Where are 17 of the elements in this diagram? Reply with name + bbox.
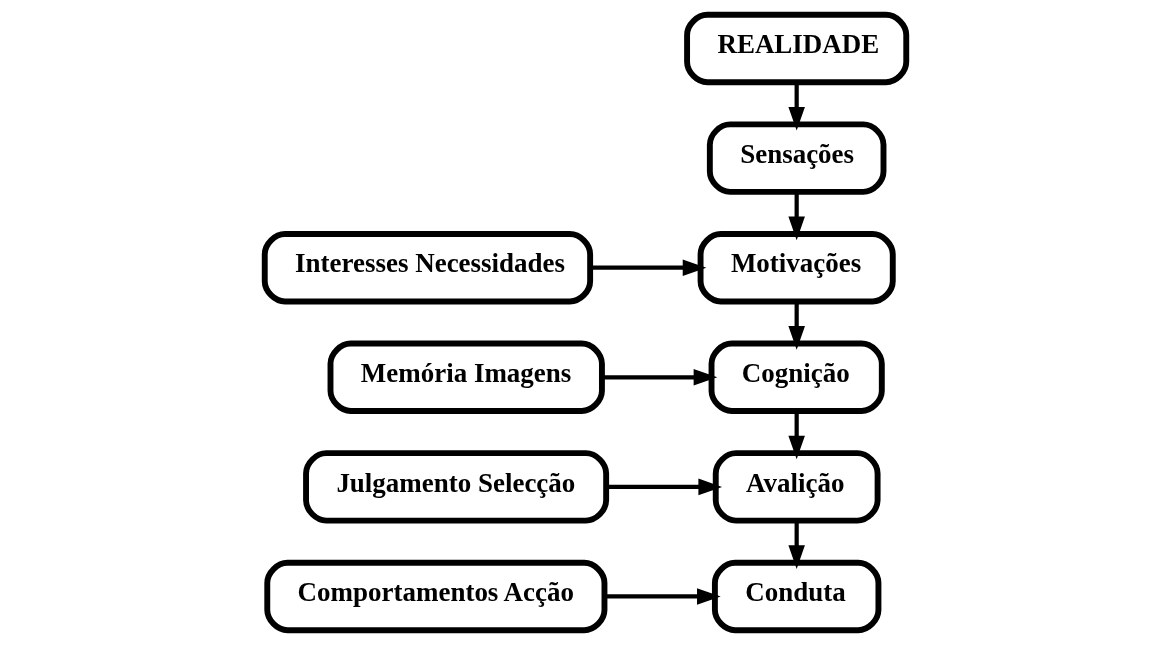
node-box: REALIDADE (683, 11, 909, 86)
arrow (787, 521, 805, 569)
node-box: Julgamento Selecção (302, 450, 609, 524)
node-box: Comportamentos Acção (263, 559, 607, 634)
node-box: Interesses Necessidades (261, 231, 593, 305)
arrow (787, 192, 805, 241)
node-box: Motivações (697, 231, 896, 305)
arrow (601, 369, 717, 386)
node-box: Conduta (711, 559, 881, 634)
arrow (787, 301, 805, 350)
arrow (604, 588, 721, 605)
arrow (787, 411, 805, 460)
node-box: Sensações (706, 121, 886, 195)
node-box: Cognição (708, 340, 885, 414)
arrow (787, 82, 805, 131)
node-box: Avalição (712, 450, 881, 524)
node-box: Memória Imagens (327, 340, 605, 414)
